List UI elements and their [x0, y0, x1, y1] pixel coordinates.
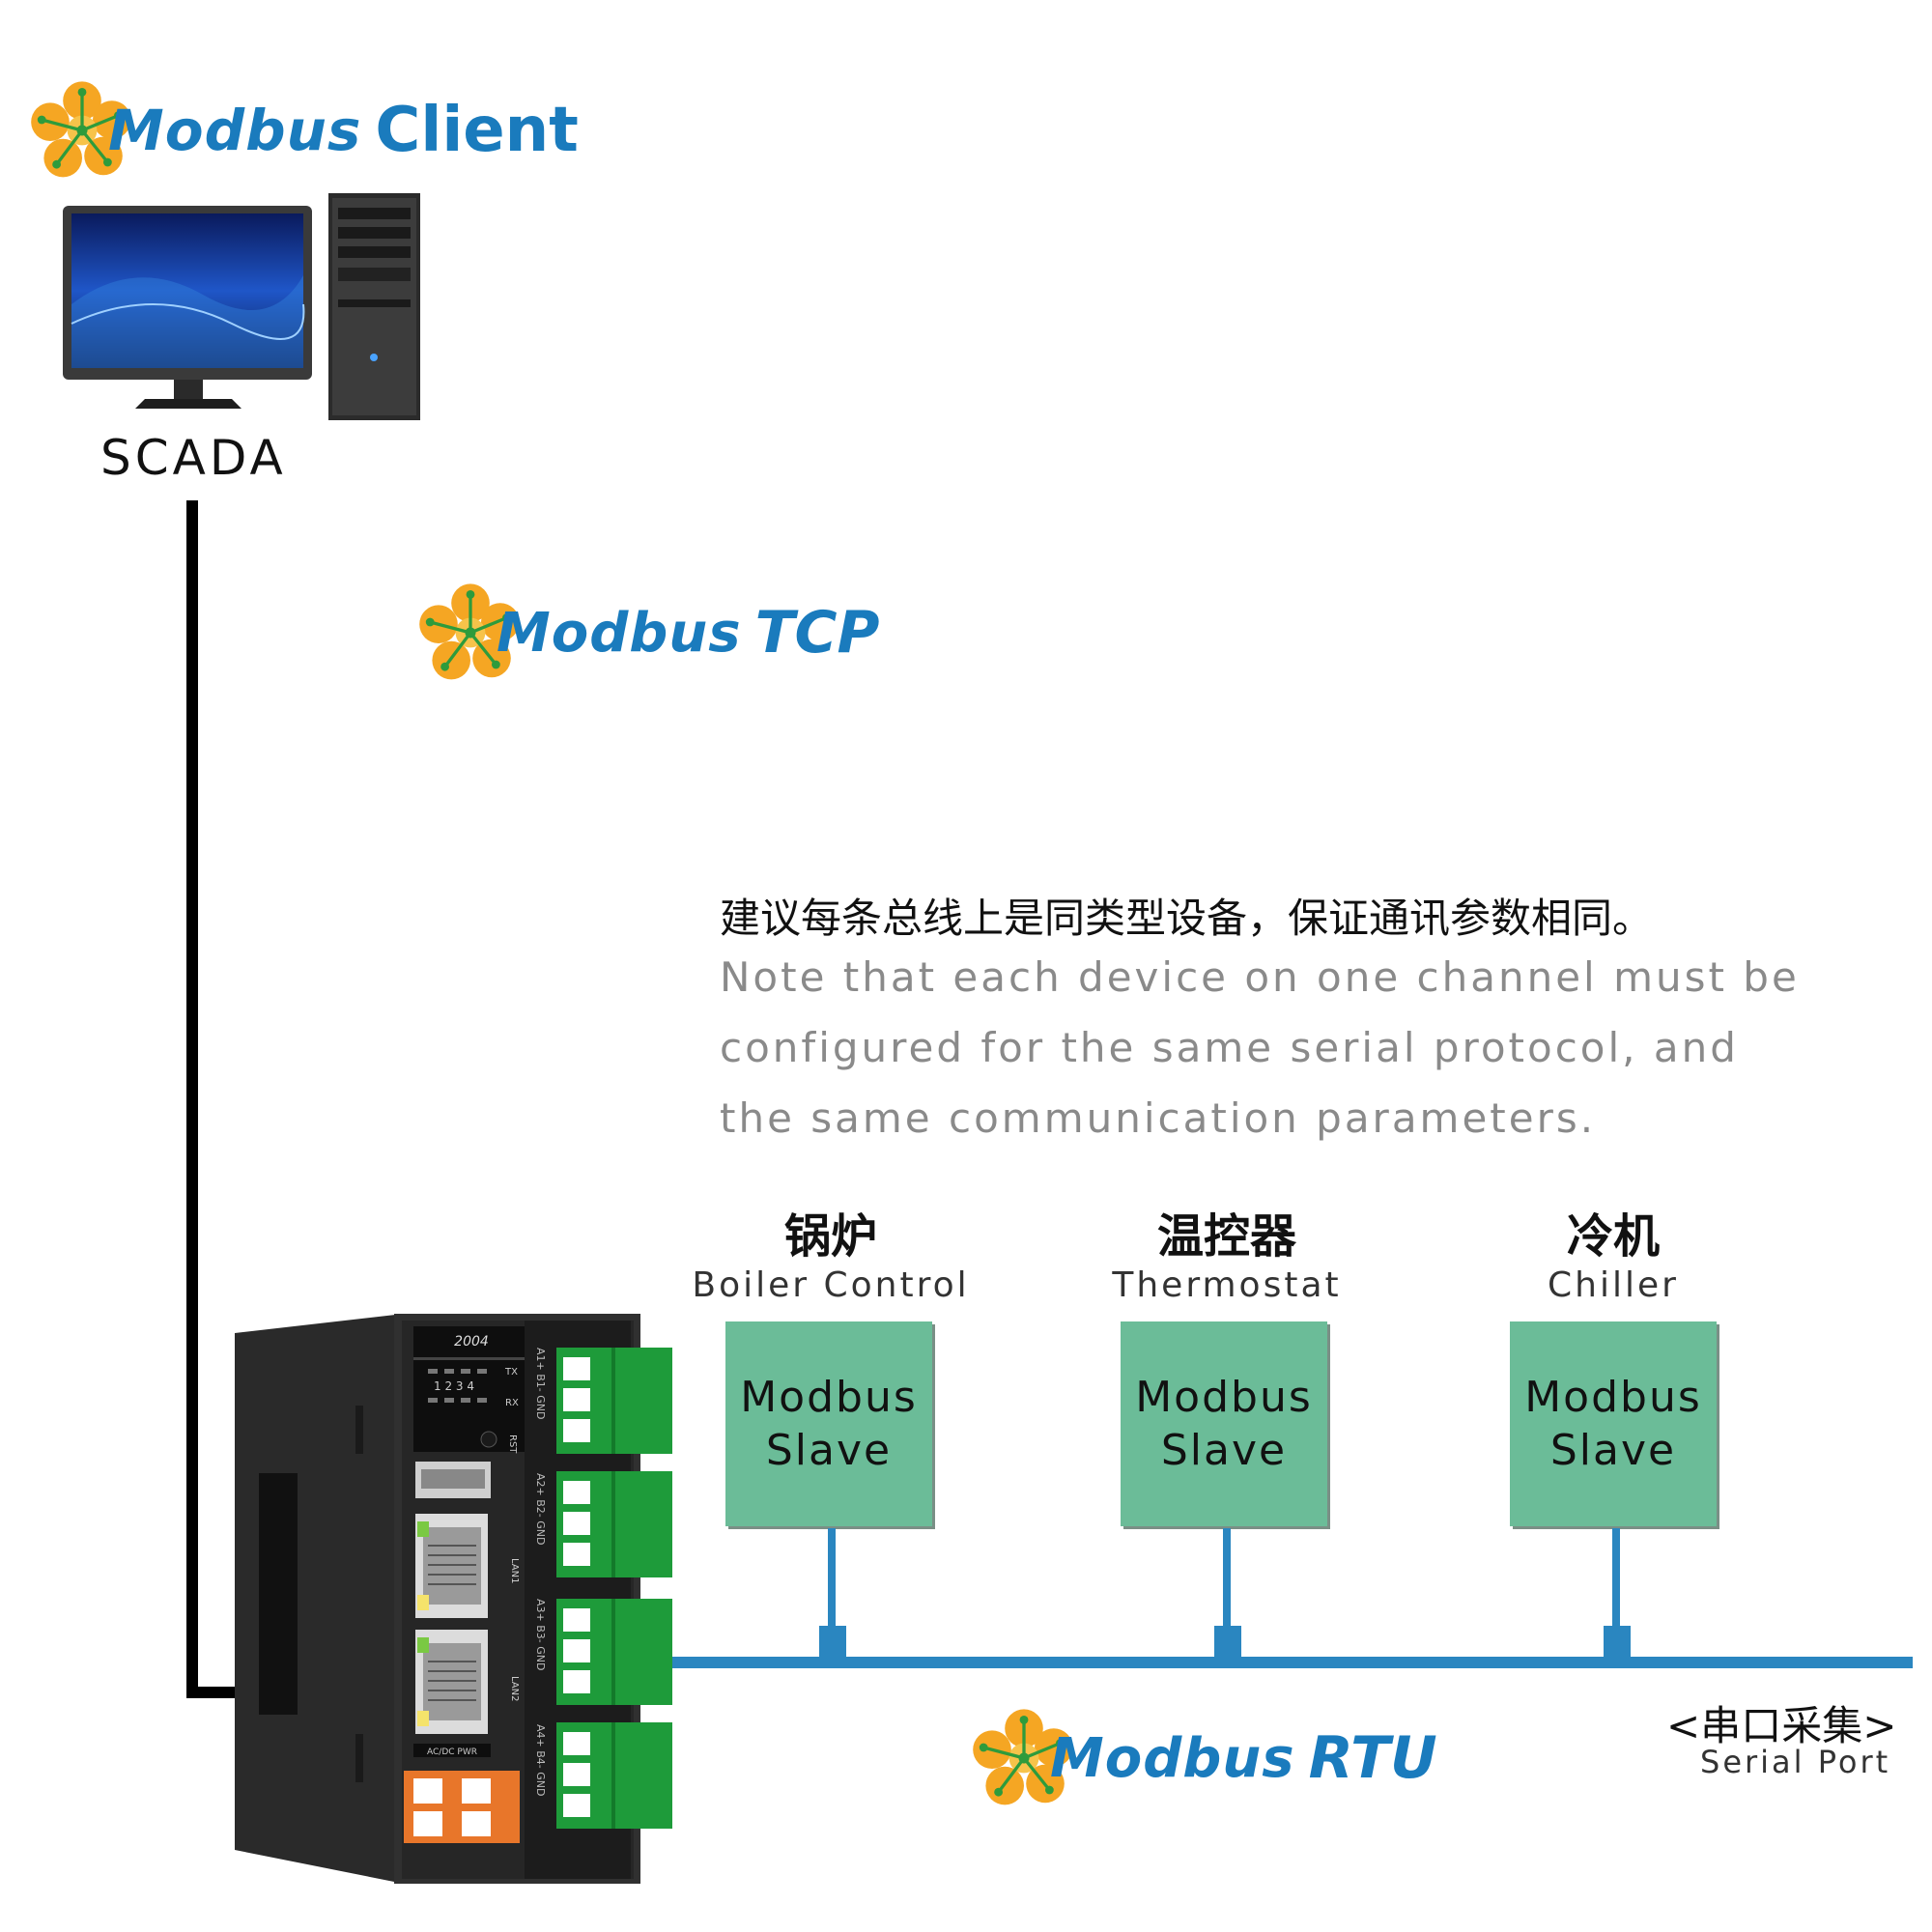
tcp-logo-word: Modbus [497, 601, 742, 665]
rs485-terminal-block-4 [556, 1722, 672, 1829]
rtu-bus-line [667, 1657, 1913, 1668]
bus-tap-chiller [1604, 1626, 1631, 1661]
note-line: Note that each device on one channel mus… [720, 953, 1800, 1001]
slave-line2: Slave [1549, 1426, 1677, 1475]
bus-tap-thermostat [1214, 1626, 1241, 1661]
client-logo-word: Modbus [108, 98, 362, 163]
note-english: Note that each device on one channel mus… [720, 942, 1800, 1153]
rtu-logo-word: Modbus [1050, 1726, 1295, 1790]
device-cn: 温控器 [1156, 1209, 1296, 1264]
device-label-boiler: 锅炉 Boiler Control [676, 1198, 985, 1305]
gateway-device: 2004 1 2 3 4 TX RX RST LAN1 LAN2 AC/DC P… [235, 1314, 672, 1884]
modbus-tcp-logo: Modbus TCP [417, 580, 880, 686]
modbus-slave-thermostat: Modbus Slave [1121, 1321, 1327, 1526]
note-line: the same communication parameters. [720, 1094, 1597, 1142]
rs485-terminal-block-2 [556, 1471, 672, 1577]
gateway-terminal-4: A4+ B4- GND [534, 1724, 547, 1796]
rtu-logo-suffix: RTU [1308, 1724, 1437, 1792]
note-line: configured for the same serial protocol,… [720, 1024, 1739, 1071]
bus-drop-thermostat [1223, 1528, 1231, 1663]
device-label-chiller: 冷机 Chiller [1459, 1198, 1768, 1305]
slave-line1: Modbus [740, 1373, 918, 1422]
rs485-terminal-block-3 [556, 1599, 672, 1705]
tcp-logo-suffix: TCP [754, 599, 880, 667]
tcp-cable-vertical [186, 500, 198, 1698]
device-en: Chiller [1548, 1265, 1679, 1305]
scada-label: SCADA [100, 430, 287, 486]
gateway-tx: TX [504, 1367, 518, 1378]
device-cn: 锅炉 [783, 1209, 877, 1264]
gateway-power-label: AC/DC PWR [427, 1747, 477, 1757]
note-chinese: 建议每条总线上是同类型设备，保证通讯参数相同。 [720, 895, 1654, 942]
modbus-client-logo: Modbus Client [29, 77, 579, 184]
gateway-terminal-3: A3+ B3- GND [534, 1599, 547, 1670]
device-en: Boiler Control [692, 1265, 970, 1305]
device-en: Thermostat [1112, 1265, 1342, 1305]
slave-line2: Slave [765, 1426, 893, 1475]
gateway-terminal-1: A1+ B1- GND [534, 1348, 547, 1419]
serial-port-cn: <串口采集> [1666, 1702, 1897, 1749]
gateway-terminal-2: A2+ B2- GND [534, 1473, 547, 1545]
slave-line1: Modbus [1524, 1373, 1702, 1422]
device-label-thermostat: 温控器 Thermostat [1072, 1198, 1381, 1305]
gateway-model: 2004 [454, 1334, 489, 1350]
modbus-rtu-logo: Modbus RTU [971, 1705, 1437, 1811]
gateway-lan1: LAN1 [509, 1558, 520, 1583]
slave-line1: Modbus [1135, 1373, 1313, 1422]
modbus-slave-chiller: Modbus Slave [1510, 1321, 1717, 1526]
scada-computer-icon [63, 193, 420, 420]
gateway-port-numbers: 1 2 3 4 [434, 1379, 474, 1393]
bus-drop-boiler [828, 1528, 836, 1663]
modbus-slave-boiler: Modbus Slave [725, 1321, 932, 1526]
bus-tap-boiler [819, 1626, 846, 1661]
slave-line2: Slave [1160, 1426, 1288, 1475]
serial-port-en: Serial Port [1700, 1744, 1891, 1780]
bus-drop-chiller [1612, 1528, 1620, 1663]
gateway-lan2: LAN2 [509, 1676, 520, 1701]
gateway-rst: RST [507, 1435, 518, 1454]
client-logo-suffix: Client [375, 95, 579, 166]
device-cn: 冷机 [1566, 1209, 1660, 1264]
gateway-rx: RX [505, 1398, 519, 1408]
rs485-terminal-block-1 [556, 1348, 672, 1454]
